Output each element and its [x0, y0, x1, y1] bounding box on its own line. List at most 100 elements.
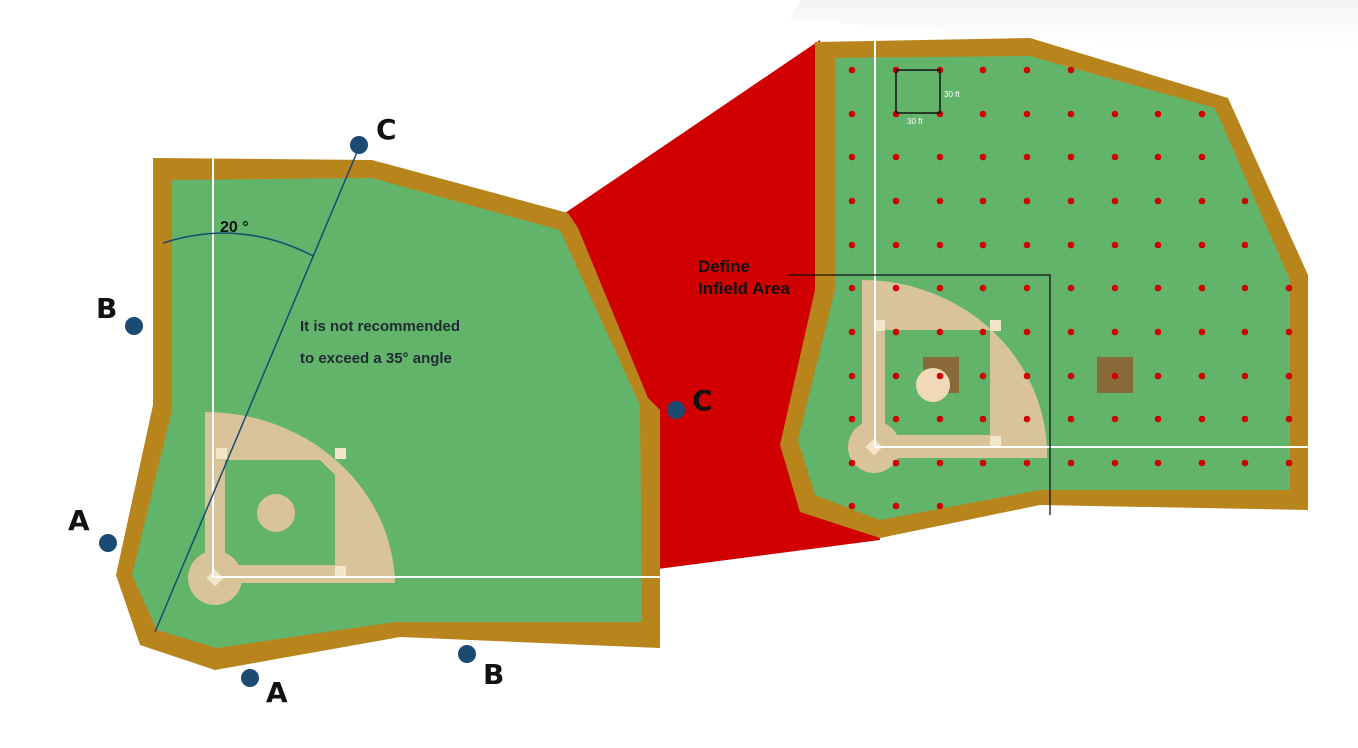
marker-c-right — [667, 401, 685, 419]
background-haze — [790, 0, 1358, 60]
grid-dot — [1023, 328, 1031, 336]
grid-dot — [1154, 372, 1162, 380]
grid-dot — [936, 502, 944, 510]
grid-dot — [936, 372, 944, 380]
grid-dot — [1154, 328, 1162, 336]
grid-dot — [979, 66, 987, 74]
grid-dot — [936, 459, 944, 467]
grid-dot — [1154, 153, 1162, 161]
grid-dot — [1154, 241, 1162, 249]
grid-dot — [848, 66, 856, 74]
grid-dot — [936, 328, 944, 336]
grid-dot — [1198, 241, 1206, 249]
grid-spacing-square — [895, 69, 941, 114]
marker-c-right-label: C — [692, 384, 713, 417]
infield-definition-line — [788, 274, 1051, 515]
grid-dot — [936, 415, 944, 423]
grid-dot — [892, 328, 900, 336]
grid-dot — [936, 197, 944, 205]
marker-a-left — [99, 534, 117, 552]
grid-dot — [1111, 110, 1119, 118]
grid-spacing-label-horizontal: 30 ft — [907, 117, 923, 126]
left-pitcher-mound — [257, 494, 295, 532]
left-infield-grass-corner — [320, 460, 335, 475]
grid-dot — [1285, 328, 1293, 336]
marker-a-bottom — [241, 669, 259, 687]
grid-dot — [848, 241, 856, 249]
grid-dot — [1111, 459, 1119, 467]
grid-dot — [892, 153, 900, 161]
grid-dot — [1154, 459, 1162, 467]
right-pitcher-mound — [916, 368, 950, 402]
grid-dot — [979, 197, 987, 205]
grid-dot — [1023, 284, 1031, 292]
grid-dot — [1067, 197, 1075, 205]
grid-dot — [1111, 241, 1119, 249]
grid-dot — [1067, 66, 1075, 74]
aim-line — [154, 144, 361, 633]
grid-dot — [1241, 284, 1249, 292]
grid-dot — [1241, 459, 1249, 467]
angle-label: 20 ° — [220, 219, 249, 236]
angle-note-line2: to exceed a 35° angle — [300, 350, 452, 367]
grid-dot — [1198, 197, 1206, 205]
angle-arc — [162, 232, 314, 257]
grid-dot — [936, 241, 944, 249]
grid-dot — [1023, 459, 1031, 467]
grid-dot — [979, 284, 987, 292]
grid-dot — [1023, 153, 1031, 161]
grid-dot — [1111, 284, 1119, 292]
grid-dot — [892, 459, 900, 467]
infield-label-line2: Infield Area — [698, 279, 790, 298]
grid-dot — [1198, 110, 1206, 118]
grid-dot — [1067, 372, 1075, 380]
grid-dot — [1241, 197, 1249, 205]
right-first-base — [990, 436, 1001, 447]
grid-dot — [1241, 328, 1249, 336]
grid-dot — [1023, 372, 1031, 380]
grid-dot — [1241, 372, 1249, 380]
grid-dot — [979, 415, 987, 423]
marker-a-bottom-label: A — [266, 676, 288, 709]
grid-dot — [1154, 415, 1162, 423]
grid-dot — [848, 284, 856, 292]
grid-dot — [1067, 110, 1075, 118]
infield-label-line1: Define — [698, 257, 750, 276]
grid-dot — [1067, 328, 1075, 336]
marker-c-top-label: C — [376, 113, 397, 146]
marker-b-bottom — [458, 645, 476, 663]
grid-dot — [1023, 110, 1031, 118]
angle-note-line1: It is not recommended — [300, 318, 460, 335]
grid-dot — [1023, 241, 1031, 249]
grid-dot — [1198, 459, 1206, 467]
marker-b-left-label: B — [96, 292, 117, 325]
grid-dot — [892, 284, 900, 292]
grid-dot — [848, 197, 856, 205]
grid-dot — [1285, 284, 1293, 292]
grid-dot — [1198, 415, 1206, 423]
grid-dot — [979, 459, 987, 467]
grid-dot — [848, 153, 856, 161]
grid-dot — [1111, 372, 1119, 380]
grid-dot — [1111, 153, 1119, 161]
grid-dot — [1198, 372, 1206, 380]
grid-dot — [892, 241, 900, 249]
right-field: 30 ft 30 ft Define Infield Area — [698, 38, 1308, 538]
grid-dot — [979, 372, 987, 380]
grid-dot — [848, 415, 856, 423]
grid-dot — [1198, 328, 1206, 336]
grid-spacing-label-vertical: 30 ft — [944, 90, 960, 99]
right-third-base — [874, 320, 885, 331]
grid-dot — [1285, 415, 1293, 423]
grid-dot — [936, 284, 944, 292]
grid-dot — [892, 372, 900, 380]
sprinkler-grid — [848, 66, 1293, 510]
left-third-base — [216, 448, 227, 459]
marker-b-left — [125, 317, 143, 335]
grid-dot — [1023, 197, 1031, 205]
grid-dot — [892, 197, 900, 205]
grid-dot — [1154, 284, 1162, 292]
grid-dot — [1198, 284, 1206, 292]
grid-dot — [1067, 459, 1075, 467]
